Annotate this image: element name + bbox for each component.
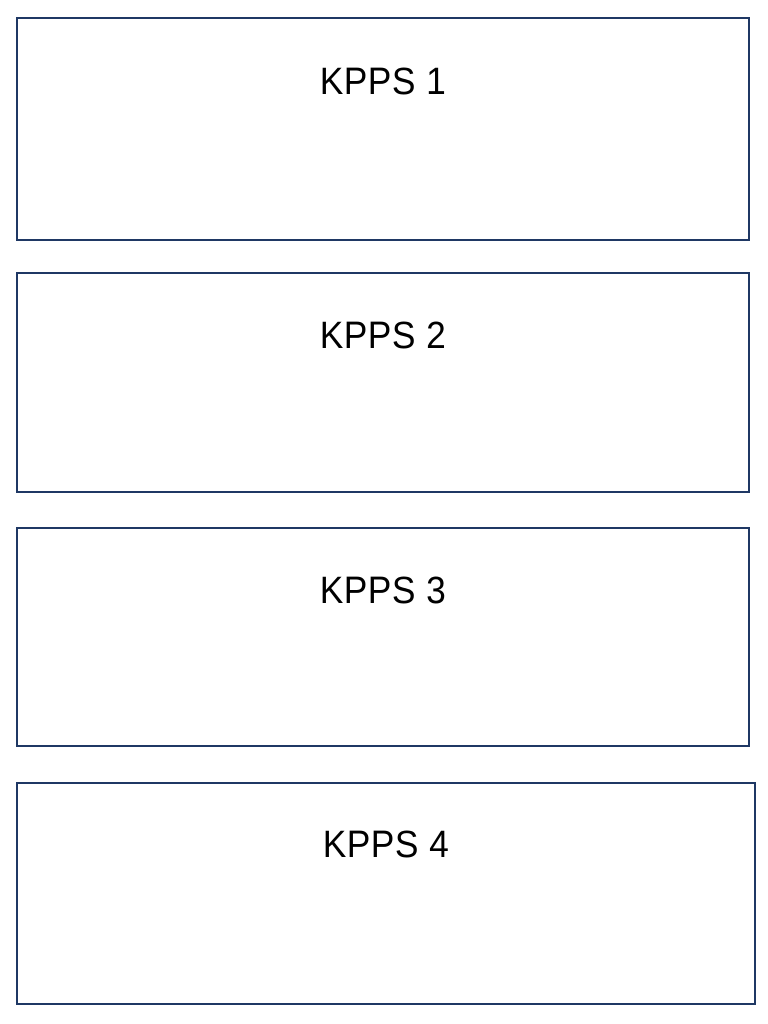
kpps-box-4[interactable]: KPPS 4	[16, 782, 756, 1005]
kpps-box-3-label: KPPS 3	[319, 570, 447, 612]
kpps-box-4-label: KPPS 4	[322, 824, 450, 866]
kpps-box-3[interactable]: KPPS 3	[16, 527, 750, 747]
kpps-box-1-label: KPPS 1	[319, 61, 447, 103]
kpps-box-2-label: KPPS 2	[319, 315, 447, 357]
kpps-box-1[interactable]: KPPS 1	[16, 17, 750, 241]
kpps-box-2[interactable]: KPPS 2	[16, 272, 750, 493]
